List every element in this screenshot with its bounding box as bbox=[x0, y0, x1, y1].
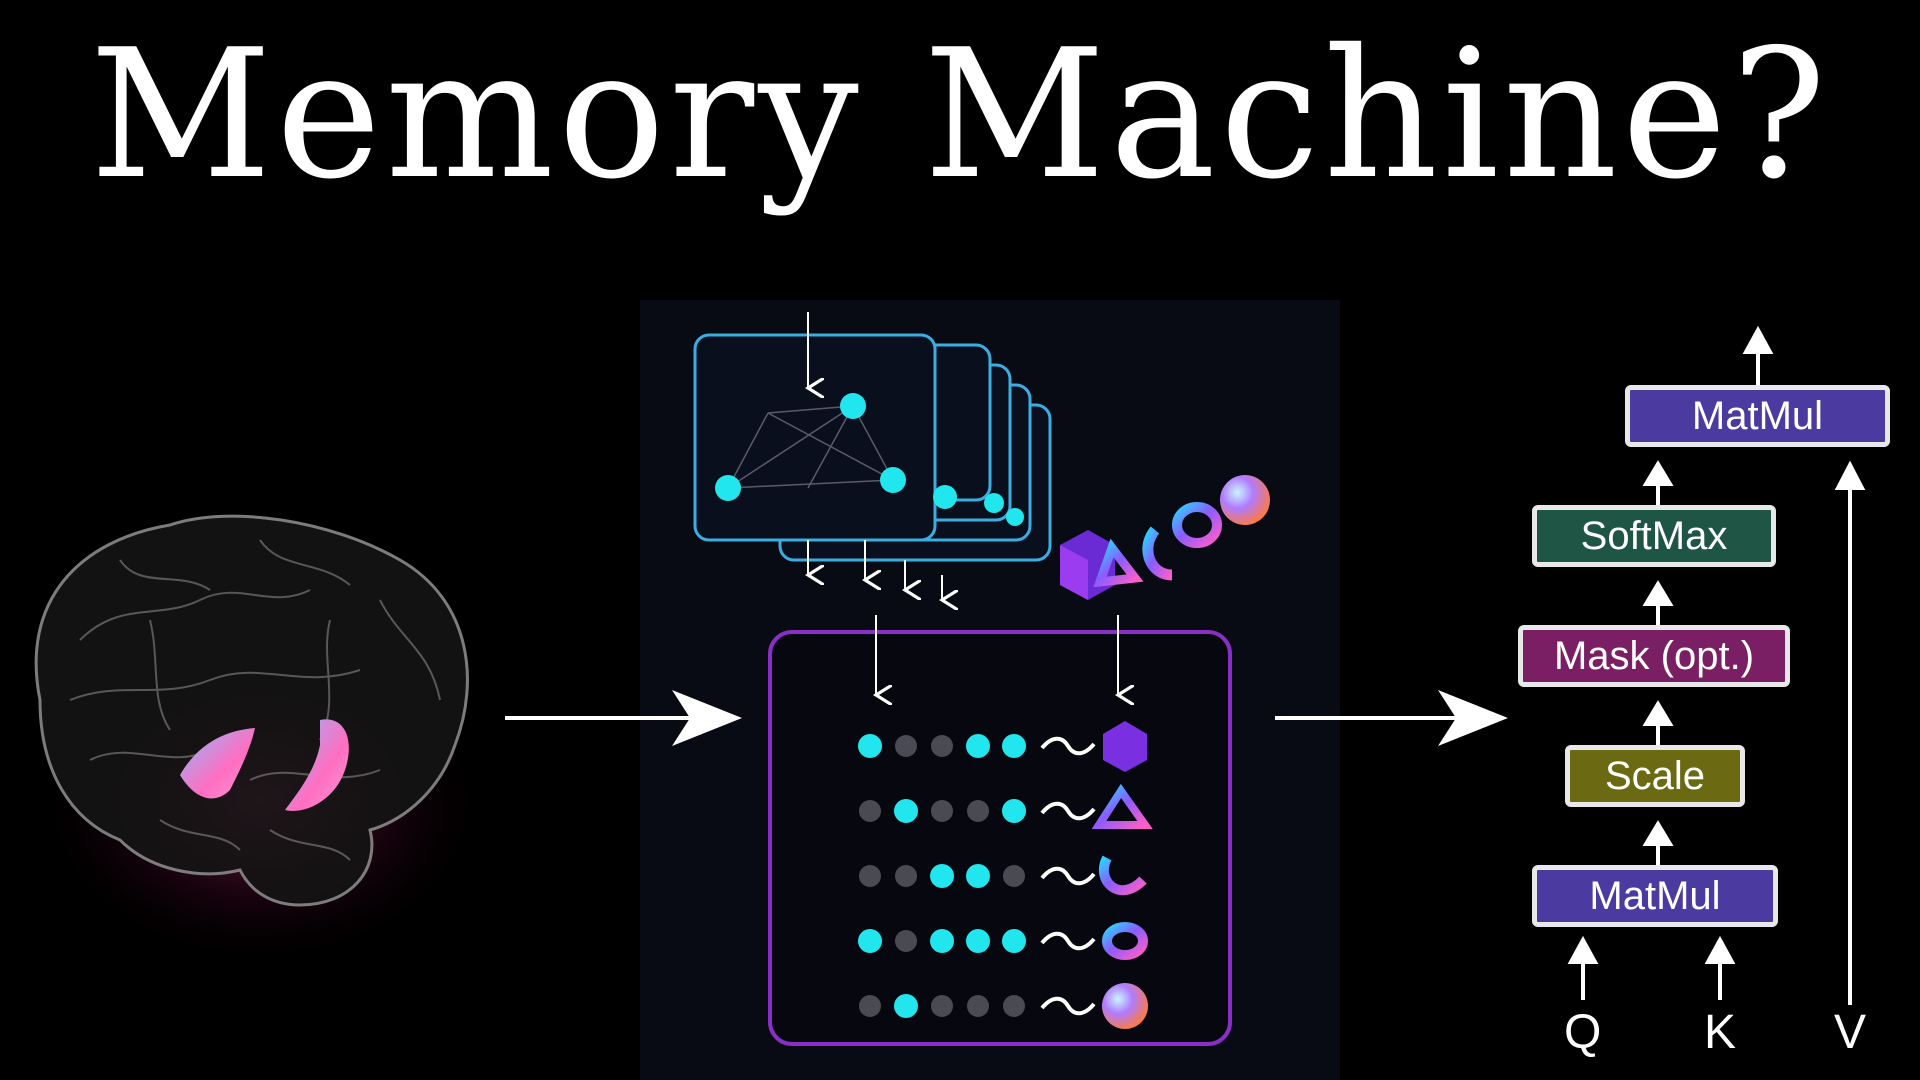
crescent-icon bbox=[1098, 855, 1147, 896]
tilde-icon bbox=[1040, 736, 1096, 756]
matmul-bottom-block: MatMul bbox=[1532, 865, 1778, 927]
inactive-dot bbox=[859, 995, 881, 1017]
active-dot bbox=[894, 799, 918, 823]
softmax-block: SoftMax bbox=[1532, 505, 1776, 567]
arrow-brain-to-memory bbox=[505, 690, 742, 746]
key-label: K bbox=[1704, 1006, 1737, 1059]
inactive-dot bbox=[895, 735, 917, 757]
active-dot bbox=[894, 994, 918, 1018]
query-label: Q bbox=[1564, 1006, 1602, 1059]
memory-table bbox=[768, 615, 1232, 1046]
inactive-dot bbox=[931, 800, 953, 822]
inactive-dot bbox=[895, 930, 917, 952]
brain-illustration bbox=[30, 514, 490, 970]
attention-arrows bbox=[1567, 325, 1866, 1005]
value-label: V bbox=[1834, 1006, 1867, 1059]
tilde-icon bbox=[1040, 801, 1096, 821]
scale-block: Scale bbox=[1565, 745, 1745, 807]
active-dot bbox=[966, 734, 990, 758]
matmul-top-block: MatMul bbox=[1625, 385, 1890, 447]
inactive-dot bbox=[1003, 995, 1025, 1017]
inactive-dot bbox=[931, 735, 953, 757]
shapes-cluster-icon bbox=[1060, 475, 1270, 600]
active-dot bbox=[1002, 929, 1026, 953]
mask-block: Mask (opt.) bbox=[1518, 625, 1790, 687]
cube-icon bbox=[1103, 721, 1147, 772]
tilde-icon bbox=[1040, 996, 1096, 1016]
page-title: Memory Machine? bbox=[89, 11, 1831, 218]
inactive-dot bbox=[1003, 865, 1025, 887]
inactive-dot bbox=[859, 865, 881, 887]
active-dot bbox=[966, 929, 990, 953]
inactive-dot bbox=[859, 800, 881, 822]
inactive-dot bbox=[967, 995, 989, 1017]
sphere-icon bbox=[1102, 983, 1148, 1029]
tilde-icon bbox=[1040, 866, 1096, 886]
active-dot bbox=[966, 864, 990, 888]
inactive-dot bbox=[895, 865, 917, 887]
tilde-icon bbox=[1040, 931, 1096, 951]
arrow-memory-to-attention bbox=[1275, 690, 1508, 746]
active-dot bbox=[930, 929, 954, 953]
active-dot bbox=[1002, 799, 1026, 823]
active-dot bbox=[930, 864, 954, 888]
active-dot bbox=[1002, 734, 1026, 758]
active-dot bbox=[858, 734, 882, 758]
triangle-icon bbox=[1091, 783, 1153, 829]
active-dot bbox=[858, 929, 882, 953]
inactive-dot bbox=[931, 995, 953, 1017]
torus-icon bbox=[1102, 922, 1148, 960]
network-stack bbox=[693, 312, 1052, 600]
inactive-dot bbox=[967, 800, 989, 822]
